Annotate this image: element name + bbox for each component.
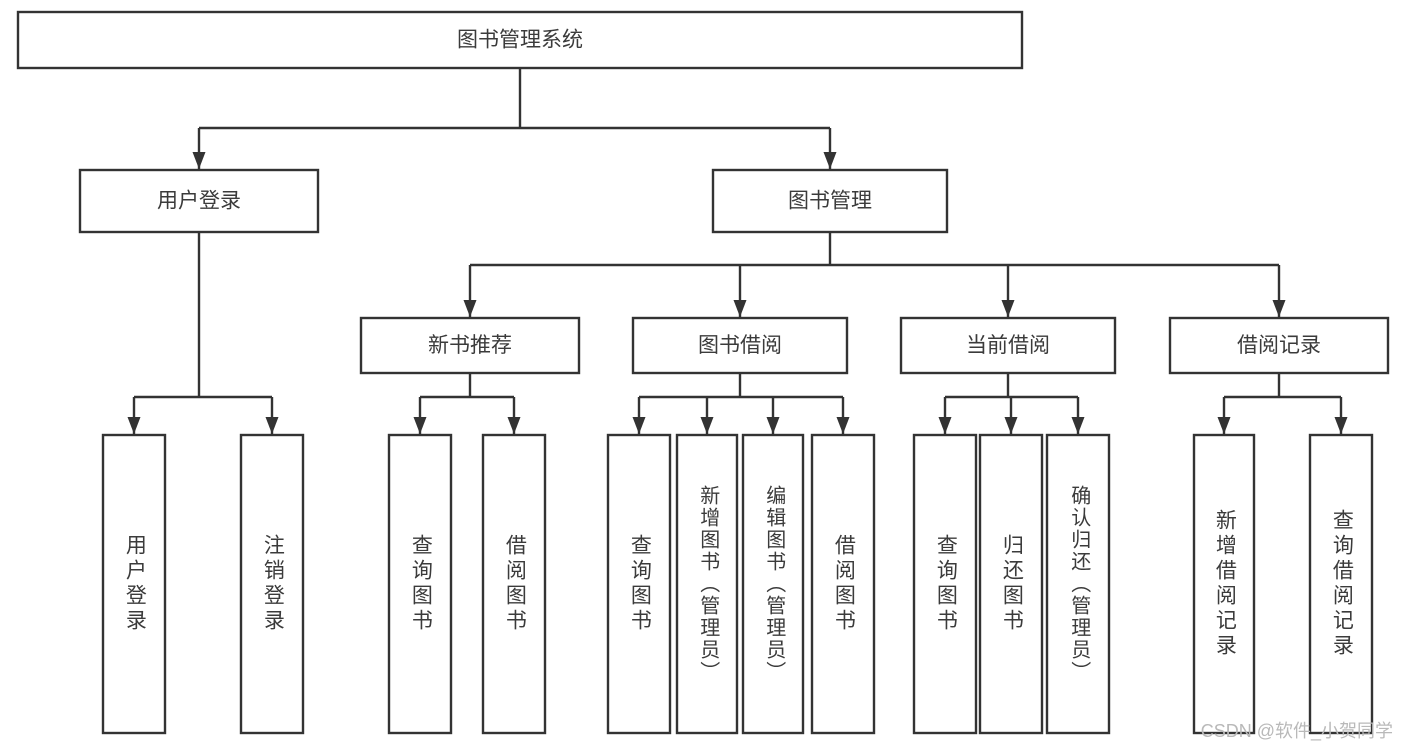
- connector-arrowhead: [127, 417, 141, 434]
- connector-arrowhead: [507, 417, 521, 434]
- node-box-leaf-confirm-return-admin[interactable]: [1045, 433, 1111, 735]
- watermark-text: CSDN @软件_小贺同学: [1200, 721, 1393, 741]
- connector-arrowhead: [823, 152, 837, 169]
- node-box-leaf-borrow-book[interactable]: [810, 433, 876, 735]
- node-box-leaf-edit-book-admin[interactable]: [741, 433, 805, 735]
- connector-arrowhead: [1001, 300, 1015, 317]
- connector-arrowhead: [1272, 300, 1286, 317]
- connector-arrowhead: [1217, 417, 1231, 434]
- node-label-root: 图书管理系统: [457, 29, 583, 52]
- connector-arrowhead: [766, 417, 780, 434]
- node-box-leaf-query-borrow-record[interactable]: [1308, 433, 1374, 735]
- node-box-leaf-query-book-rec[interactable]: [387, 433, 453, 735]
- node-box-borrow-record[interactable]: [1168, 316, 1390, 375]
- connector-arrowhead: [265, 417, 279, 434]
- node-box-leaf-query-book-cur[interactable]: [912, 433, 978, 735]
- connector-arrowhead: [836, 417, 850, 434]
- connector-arrowhead: [1071, 417, 1085, 434]
- connector-arrowhead: [413, 417, 427, 434]
- connector-arrowhead: [632, 417, 646, 434]
- connector-arrowhead: [700, 417, 714, 434]
- connector-arrowhead: [1334, 417, 1348, 434]
- node-box-root[interactable]: [16, 10, 1024, 70]
- connector-arrowhead: [1004, 417, 1018, 434]
- node-box-book-manage[interactable]: [711, 168, 949, 234]
- connector-arrowhead: [192, 152, 206, 169]
- node-box-leaf-add-borrow-record[interactable]: [1192, 433, 1256, 735]
- connector-arrowhead: [733, 300, 747, 317]
- node-label-user-login: 用户登录: [157, 190, 241, 213]
- node-label-book-borrow: 图书借阅: [698, 334, 782, 357]
- node-label-book-manage: 图书管理: [788, 190, 872, 213]
- node-box-leaf-logout-login[interactable]: [239, 433, 305, 735]
- node-box-book-borrow[interactable]: [631, 316, 849, 375]
- node-label-current-borrow: 当前借阅: [966, 334, 1050, 357]
- node-box-leaf-query-book-borrow[interactable]: [606, 433, 672, 735]
- node-box-leaf-borrow-book-rec[interactable]: [481, 433, 547, 735]
- node-label-new-book-recommend: 新书推荐: [428, 334, 512, 357]
- node-label-borrow-record: 借阅记录: [1237, 334, 1321, 357]
- connector-arrowhead: [938, 417, 952, 434]
- node-box-new-book-recommend[interactable]: [359, 316, 581, 375]
- node-box-leaf-user-login[interactable]: [101, 433, 167, 735]
- node-box-leaf-add-book-admin[interactable]: [675, 433, 739, 735]
- node-box-current-borrow[interactable]: [899, 316, 1117, 375]
- connector-layer: [127, 68, 1348, 434]
- node-box-leaf-return-book[interactable]: [978, 433, 1044, 735]
- node-box-user-login[interactable]: [78, 168, 320, 234]
- connector-arrowhead: [463, 300, 477, 317]
